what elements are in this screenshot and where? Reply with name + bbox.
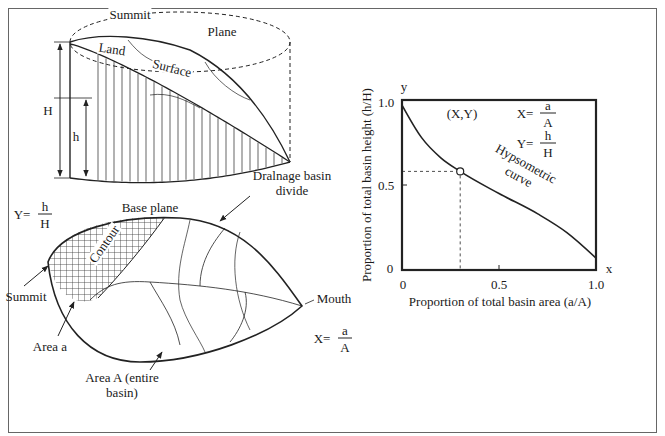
wall-hatch xyxy=(242,133,243,172)
wall-hatch xyxy=(178,95,179,180)
wall-hatch xyxy=(106,58,107,180)
wall-hatch xyxy=(194,104,195,179)
plane-label: Plane xyxy=(208,25,237,38)
tick-label: 0.5 xyxy=(378,179,394,192)
wall-hatch xyxy=(122,66,123,181)
hypsometric-chart xyxy=(402,100,596,270)
wall-hatch xyxy=(282,158,283,163)
formula-label: Y= xyxy=(14,208,31,221)
plane-label: Summit xyxy=(108,8,151,21)
tick-label: 0 xyxy=(400,278,407,291)
tick-label: 0 xyxy=(387,262,394,275)
wall-hatch xyxy=(114,62,115,181)
wall-hatch xyxy=(146,78,147,182)
plane-label: Base plane xyxy=(122,201,179,214)
fraction-part: h xyxy=(545,129,552,142)
area-label: Area a xyxy=(33,340,67,353)
curve-point xyxy=(457,168,464,175)
fraction-part: A xyxy=(340,341,349,354)
height-symbol: H xyxy=(43,104,52,117)
contour-label: Contour xyxy=(86,222,122,266)
drainage-basin xyxy=(24,196,352,370)
tick-label: 0.5 xyxy=(491,278,507,291)
fraction-part: h xyxy=(42,200,49,213)
wall-hatch xyxy=(218,118,219,176)
height-symbol: h xyxy=(72,130,81,143)
area-label: Area A (entire basin) xyxy=(72,371,172,401)
wall-hatch xyxy=(266,148,267,167)
fraction-part: a xyxy=(545,99,551,112)
hypsometric-curve xyxy=(402,105,596,258)
wall-hatch xyxy=(234,128,235,174)
basin-block xyxy=(38,12,290,214)
land-profile xyxy=(70,44,290,162)
summit-label: Summit xyxy=(5,290,46,303)
point-label: (X,Y) xyxy=(447,107,478,120)
axis-title: Proportion of total basin height (h/H) xyxy=(360,88,373,282)
formula-label: X= xyxy=(517,107,534,120)
axis-letter: x xyxy=(606,262,613,275)
wall-hatch xyxy=(162,86,163,181)
fraction-part: A xyxy=(543,116,552,129)
mouth-label: Mouth xyxy=(317,292,352,305)
wall-hatch xyxy=(210,114,211,178)
formula-label: X= xyxy=(314,332,331,345)
wall-hatch xyxy=(226,123,227,175)
wall-hatch xyxy=(138,74,139,182)
wall-hatch xyxy=(250,138,251,171)
wall-hatch xyxy=(98,55,99,180)
formula-label: Y= xyxy=(517,137,534,150)
axis-letter: y xyxy=(401,80,408,93)
fraction-part: H xyxy=(40,217,49,230)
frame xyxy=(9,9,657,433)
wall-hatch xyxy=(202,109,203,178)
wall-hatch xyxy=(154,82,155,181)
surface-label: Land xyxy=(97,41,127,58)
tick-label: 1.0 xyxy=(378,96,394,109)
fraction-part: a xyxy=(342,324,348,337)
fraction-part: H xyxy=(543,146,552,159)
tick-label: 1.0 xyxy=(588,278,604,291)
axis-title: Proportion of total basin area (a/A) xyxy=(409,295,591,308)
wall-hatch xyxy=(170,91,171,181)
divide-label: Dralnage basin divide xyxy=(244,169,340,199)
wall-hatch xyxy=(186,100,187,180)
wall-hatch xyxy=(274,153,275,165)
wall-hatch xyxy=(130,70,131,182)
surface-label: Surface xyxy=(150,57,194,80)
wall-hatch xyxy=(258,143,259,169)
